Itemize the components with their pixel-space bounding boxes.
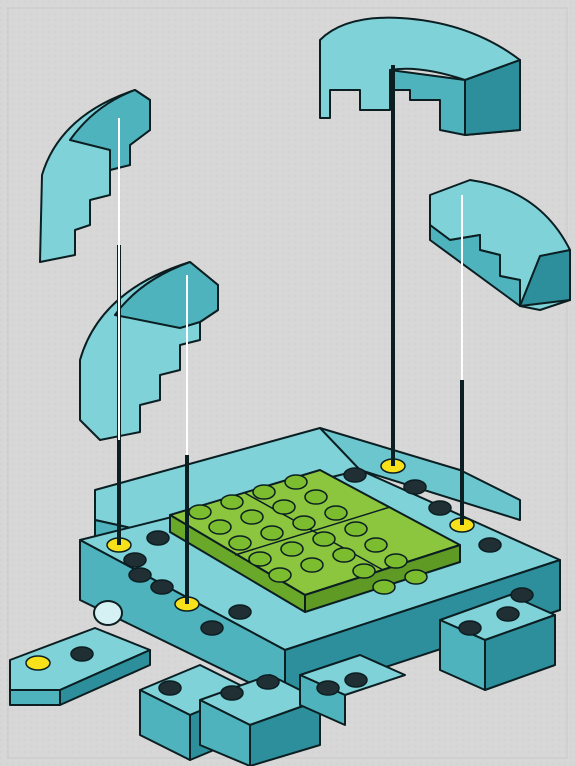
side-hole bbox=[94, 601, 122, 625]
marker-stud-5 bbox=[26, 656, 50, 670]
